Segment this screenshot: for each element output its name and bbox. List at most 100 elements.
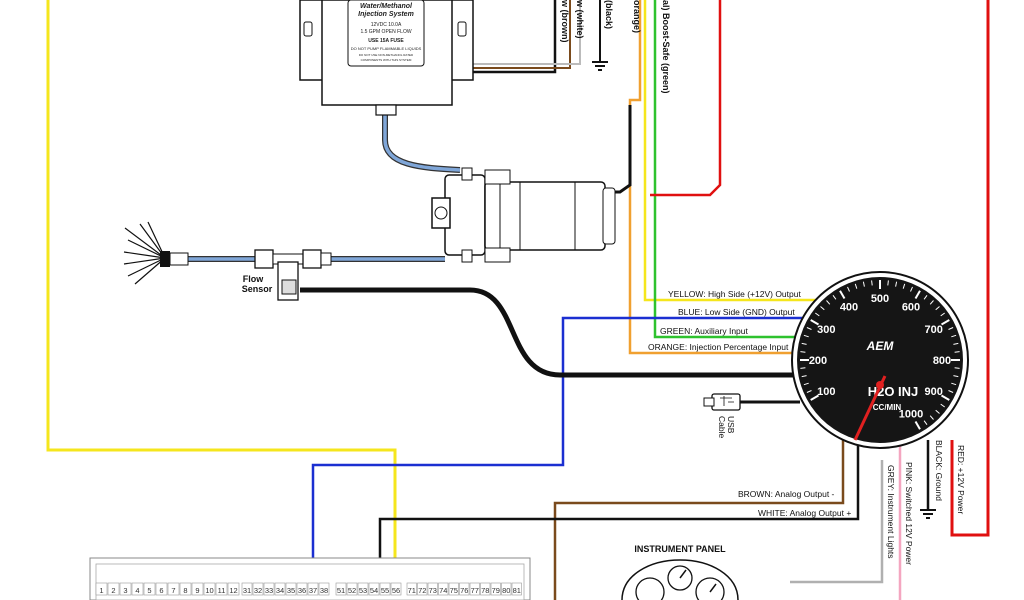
connector-pin-8: 8 — [183, 586, 187, 595]
connector-pin-72: 72 — [418, 586, 426, 595]
green-wire — [653, 0, 805, 339]
gauge-number-700: 700 — [925, 324, 943, 336]
instrument-panel — [621, 559, 739, 600]
ground-symbol-top — [592, 61, 608, 71]
gauge-tick — [801, 375, 807, 378]
connector-pin-11: 11 — [218, 586, 226, 595]
usb-connector-icon — [703, 393, 741, 411]
gauge-tick — [929, 300, 934, 305]
gauge-needle — [853, 375, 887, 441]
gauge-tick — [832, 295, 837, 300]
connector-pin-74: 74 — [439, 586, 447, 595]
connector-pin-36: 36 — [298, 586, 306, 595]
connector-pin-box — [131, 582, 144, 596]
gauge-tick — [803, 382, 809, 386]
flow-sensor-label-2: Sensor — [242, 284, 273, 294]
hose-controller-pump — [382, 115, 461, 173]
gauge-tick — [910, 286, 913, 292]
label-green: GREEN: Auxiliary Input — [660, 326, 749, 336]
connector-pin-box — [335, 582, 347, 596]
gauge-tick — [820, 306, 825, 311]
connector-pin-6: 6 — [159, 586, 163, 595]
gauge-number-100: 100 — [817, 386, 835, 398]
gauge-tick — [923, 420, 928, 425]
connector-pin-box — [459, 582, 470, 596]
connector-pin-box — [318, 582, 330, 596]
gauge-tick — [914, 290, 921, 299]
connector-pin-31: 31 — [243, 586, 251, 595]
gauge-tick — [839, 290, 846, 299]
connector-pin-54: 54 — [370, 586, 378, 595]
label-yellow: YELLOW: High Side (+12V) Output — [668, 289, 801, 299]
connector-pin-9: 9 — [195, 586, 199, 595]
connector-pin-box — [406, 582, 417, 596]
gauge-number-1000: 1000 — [899, 409, 923, 421]
usb-label-2: Cable — [717, 416, 727, 438]
gauge-units: CC/MIN — [873, 403, 902, 412]
connector-pin-79: 79 — [492, 586, 500, 595]
gauge-tick — [800, 367, 806, 369]
blue-wire — [311, 316, 812, 590]
gauge-tick — [929, 415, 934, 420]
gauge-number-600: 600 — [902, 301, 920, 313]
connector-pin-5: 5 — [147, 586, 151, 595]
gauge-tick — [941, 319, 950, 326]
controller-title-1: Water/Methanol — [360, 3, 413, 10]
gauge-tick — [954, 351, 960, 353]
connector-pin-37: 37 — [309, 586, 317, 595]
connector-pin-box — [448, 582, 459, 596]
connector-pin-box — [107, 582, 120, 596]
pump — [431, 167, 616, 263]
gauge-brand: AEM — [866, 339, 895, 353]
red-wire-right — [950, 0, 990, 537]
label-orange-frag: orange) — [632, 0, 642, 33]
gauge-tick — [847, 286, 850, 292]
gauge-tick — [948, 327, 954, 330]
controller-spec-2: 1.5 GPM OPEN FLOW — [360, 29, 411, 35]
connector-pin-4: 4 — [135, 586, 139, 595]
label-grey-lights: GREY: Instrument Lights — [886, 465, 896, 559]
controller-warning-2: DO NOT USE NON-METHANOL RATED — [359, 53, 414, 57]
connector-pin-53: 53 — [359, 586, 367, 595]
gauge-tick — [887, 280, 889, 286]
connector-pin-52: 52 — [348, 586, 356, 595]
connector-pin-2: 2 — [111, 586, 115, 595]
connector-pin-box — [179, 582, 192, 596]
black-pump-wire — [608, 105, 632, 194]
controller-fuse: USE 15A FUSE — [368, 38, 404, 44]
gauge-tick — [801, 342, 807, 345]
connector-pin-3: 3 — [123, 586, 127, 595]
controller-warning-3: COMPONENTS WITH THIS SYSTEM — [361, 58, 412, 62]
gauge-tick — [935, 306, 940, 311]
connector-pin-box — [263, 582, 275, 596]
connector-pin-77: 77 — [471, 586, 479, 595]
gauge-tick — [948, 390, 954, 393]
connector-pin-box — [252, 582, 264, 596]
connector-pin-box — [438, 582, 449, 596]
label-black-frag: (black) — [604, 0, 614, 29]
controller-spec-1: 12VDC 10.0A — [371, 22, 402, 28]
connector-pin-box — [203, 582, 216, 596]
connector-pin-box — [119, 582, 132, 596]
orange-wire — [628, 0, 800, 355]
connector-pin-34: 34 — [276, 586, 284, 595]
flow-sensor-label-1: Flow — [243, 274, 264, 284]
yellow-wire-left — [46, 0, 397, 600]
connector-pin-1: 1 — [99, 586, 103, 595]
gauge-number-800: 800 — [933, 355, 951, 367]
gauge-tick — [914, 421, 921, 430]
connector-pin-box — [490, 582, 501, 596]
connector-pin-box — [191, 582, 204, 596]
gauge-tick — [806, 390, 812, 393]
gauge-number-300: 300 — [817, 324, 835, 336]
gauge-tick — [803, 334, 809, 338]
gauge — [791, 271, 969, 449]
gauge-tick — [810, 394, 819, 401]
label-boost-safe: al) Boost-Safe (green) — [661, 0, 671, 94]
connector-pin-box — [368, 582, 380, 596]
connector-pin-box — [215, 582, 228, 596]
connector-pin-box — [285, 582, 297, 596]
instrument-panel-label: INSTRUMENT PANEL — [634, 544, 726, 554]
label-brown-frag: w (brown) — [560, 0, 570, 43]
connector-pin-7: 7 — [171, 586, 175, 595]
